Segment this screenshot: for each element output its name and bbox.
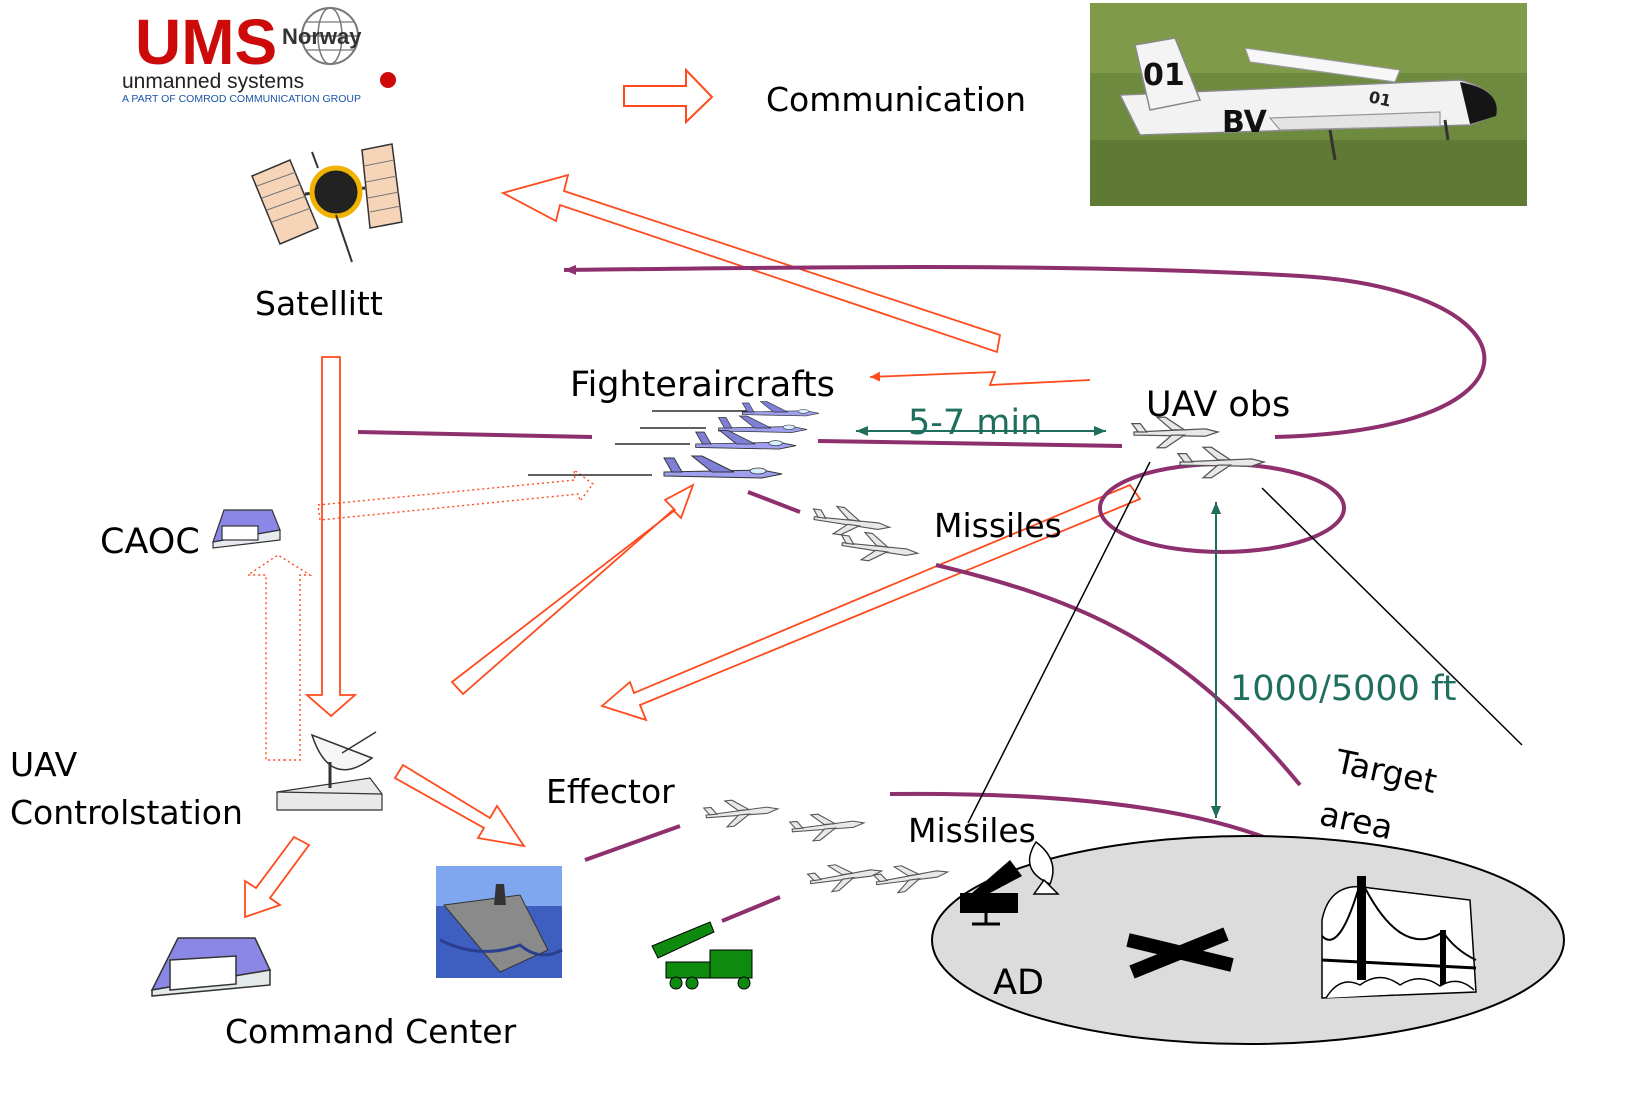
dotted-arrow-caoc-to-fighters (317, 468, 594, 521)
legend: Communication (623, 67, 1026, 125)
legend-communication: Communication (766, 80, 1026, 119)
logo-group: A PART OF COMROD COMMUNICATION GROUP (122, 93, 361, 105)
uav-orbit (1098, 462, 1346, 554)
missile-icon (809, 502, 893, 542)
air-defense-radar-icon (960, 840, 1060, 926)
dotted-arrows (245, 468, 594, 761)
link-missiles-to-target (935, 563, 1302, 787)
communication-arrows (244, 173, 1142, 919)
uav-control-label-line1: UAV (10, 745, 78, 784)
effector-label: Effector (546, 772, 675, 811)
aircraft-carrier-icon (436, 866, 563, 978)
missile-icon (702, 795, 780, 830)
comm-arrow-uav-to-effector (600, 483, 1142, 722)
ad-label: AD (993, 963, 1044, 1003)
uav-obs-group (1131, 416, 1265, 479)
fighters-label: Fighteraircrafts (570, 365, 835, 405)
link-caoc-to-fighters (357, 430, 593, 439)
missile-icon (788, 809, 866, 844)
comm-arrow-control-to-fighters (450, 483, 695, 696)
globe-icon (301, 7, 359, 65)
comm-arrow-sat-to-control (304, 356, 358, 718)
link-uav-to-satellite (563, 264, 1487, 439)
uav-obs-label: UAV obs (1146, 385, 1290, 425)
comm-arrow-control-to-command (244, 835, 311, 919)
air-missiles-group (809, 502, 921, 568)
legend-arrow-icon (623, 67, 714, 125)
missile-icon (872, 858, 951, 897)
caoc-label: CAOC (100, 522, 200, 562)
fighter-icon (663, 455, 783, 479)
ums-logo: UMS Norway unmanned systems A PART OF CO… (122, 6, 396, 105)
uav-photo: 01 BV 01 (1090, 3, 1527, 206)
satellite-icon (251, 143, 403, 263)
logo-brand: UMS (135, 6, 277, 78)
missile-icon (837, 528, 921, 568)
comm-arrow-control-to-effector (393, 763, 526, 848)
fighter-icon (718, 415, 808, 433)
link-launcher-to-missiles (721, 895, 781, 923)
logo-dot-icon (380, 72, 396, 88)
time-label: 5-7 min (908, 403, 1042, 443)
uav-control-station-icon (276, 731, 383, 811)
satellite-label: Satellitt (255, 284, 383, 323)
missiles-air-label: Missiles (934, 506, 1062, 545)
sensor-cone (967, 461, 1523, 824)
uav-tail-number: 01 (1143, 58, 1185, 93)
link-ship-to-missiles (584, 824, 681, 862)
dotted-arrow-control-to-caoc (245, 554, 313, 761)
command-center-building-icon (150, 937, 272, 997)
missiles-ground-label: Missiles (908, 811, 1036, 850)
data-links (357, 264, 1487, 923)
missile-icon (806, 857, 885, 896)
x-mark-icon (1126, 927, 1234, 979)
uav-icon (1177, 446, 1265, 479)
link-fighters-to-uav (817, 439, 1123, 448)
uav-fuselage-code: BV (1222, 105, 1268, 140)
link-fighters-to-missiles (747, 490, 801, 514)
logo-tagline: unmanned systems (122, 70, 304, 93)
uav-control-label-line2: Controlstation (10, 793, 243, 832)
missile-launcher-icon (651, 921, 753, 990)
altitude-label: 1000/5000 ft (1230, 669, 1457, 709)
fighter-aircraft-group (528, 401, 820, 479)
bridge-icon (1321, 876, 1477, 999)
caoc-building-icon (212, 509, 281, 549)
command-center-label: Command Center (225, 1012, 517, 1051)
target-label-line1: Target (1331, 741, 1440, 801)
uav-wing-code: 01 (1367, 87, 1393, 110)
comm-arrow-uav-to-sat (500, 173, 1002, 354)
logo-country: Norway (282, 24, 362, 49)
fighter-icon (695, 429, 797, 450)
comm-arrow-uav-to-fighters (869, 371, 1091, 386)
